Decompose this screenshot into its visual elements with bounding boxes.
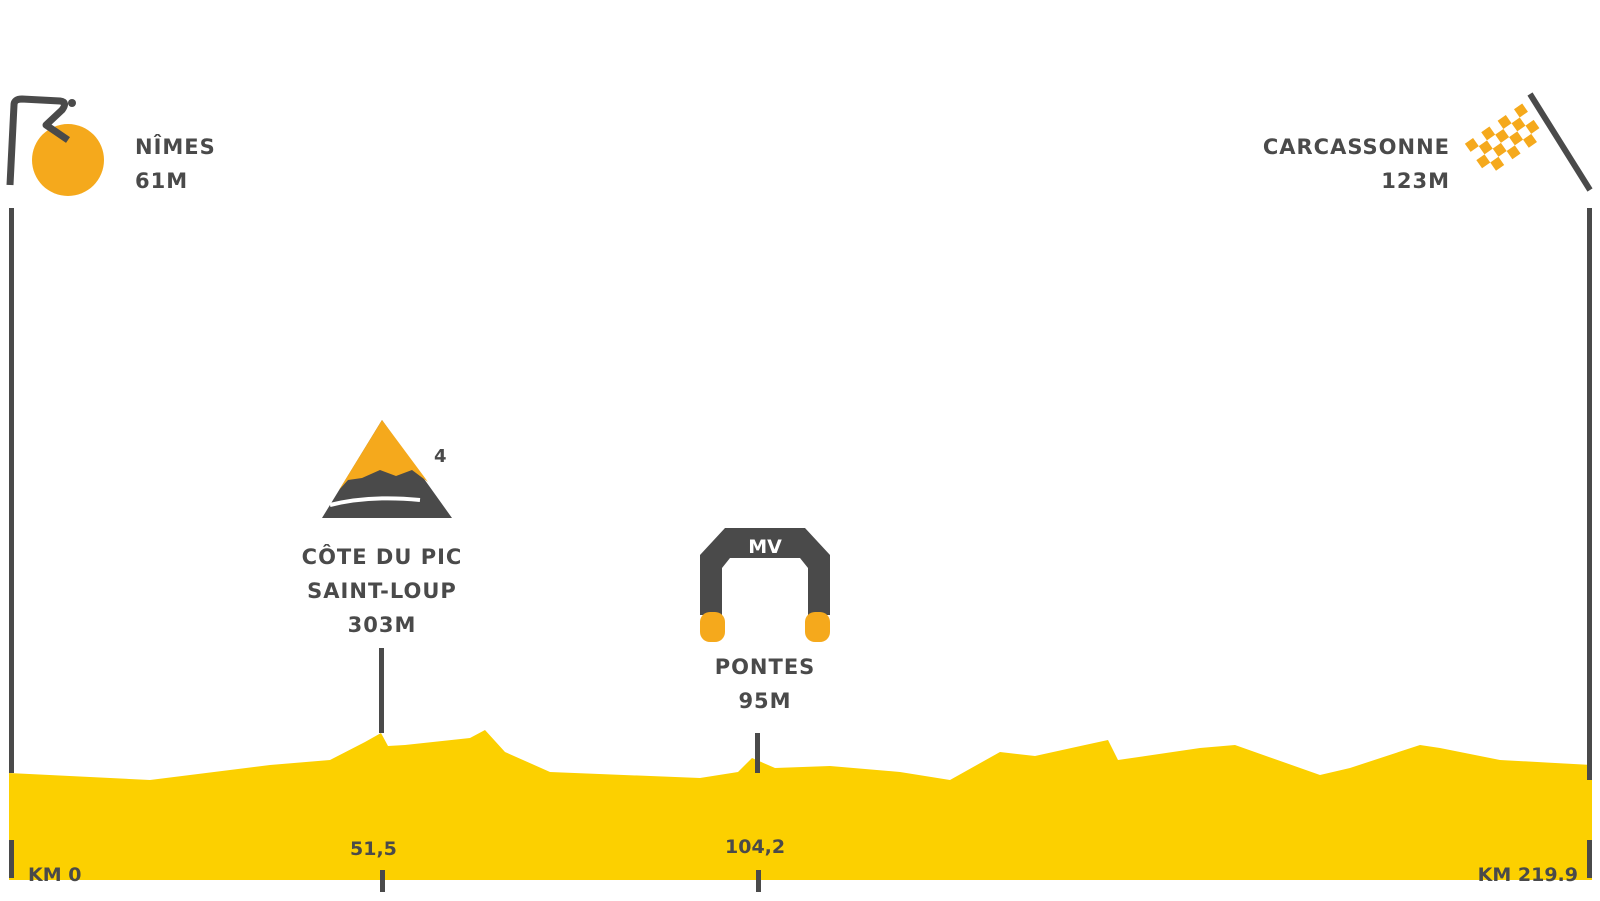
- start-name: NÎMES: [135, 135, 216, 159]
- start-label: NÎMES 61M: [135, 130, 216, 198]
- start-tick: [9, 840, 14, 878]
- finish-label: CARCASSONNE 123M: [1263, 130, 1450, 198]
- km-end-label: KM 219.9: [1477, 864, 1578, 886]
- sprint-arch-icon: MV: [700, 528, 830, 642]
- climb-label: CÔTE DU PIC SAINT-LOUP 303M: [282, 540, 482, 642]
- climb-name-1: CÔTE DU PIC: [301, 545, 463, 569]
- climb-km-tick: [380, 870, 385, 892]
- sprint-badge: MV: [748, 536, 782, 558]
- km-start-label: KM 0: [28, 864, 82, 886]
- start-pole: [9, 208, 14, 773]
- km-climb-label: 51,5: [350, 838, 397, 860]
- km-sprint-label: 104,2: [725, 836, 786, 858]
- start-cyclist-sun-icon: [6, 95, 104, 196]
- sprint-label: PONTES 95M: [665, 650, 865, 718]
- finish-name: CARCASSONNE: [1262, 135, 1450, 159]
- sprint-pole: [755, 733, 760, 773]
- sprint-name: PONTES: [714, 655, 816, 679]
- climb-pole: [379, 648, 384, 733]
- checkered-flag-icon: [1464, 92, 1593, 192]
- mountain-icon: [322, 420, 452, 518]
- climb-altitude: 303M: [347, 613, 417, 637]
- climb-name-2: SAINT-LOUP: [307, 579, 457, 603]
- sprint-km-tick: [756, 870, 761, 892]
- finish-pole: [1587, 208, 1592, 780]
- climb-category: 4: [434, 446, 447, 467]
- finish-tick: [1587, 840, 1592, 878]
- sprint-altitude: 95M: [738, 689, 792, 713]
- elevation-profile: [9, 730, 1592, 880]
- start-altitude: 61M: [135, 169, 189, 193]
- finish-altitude: 123M: [1381, 169, 1450, 193]
